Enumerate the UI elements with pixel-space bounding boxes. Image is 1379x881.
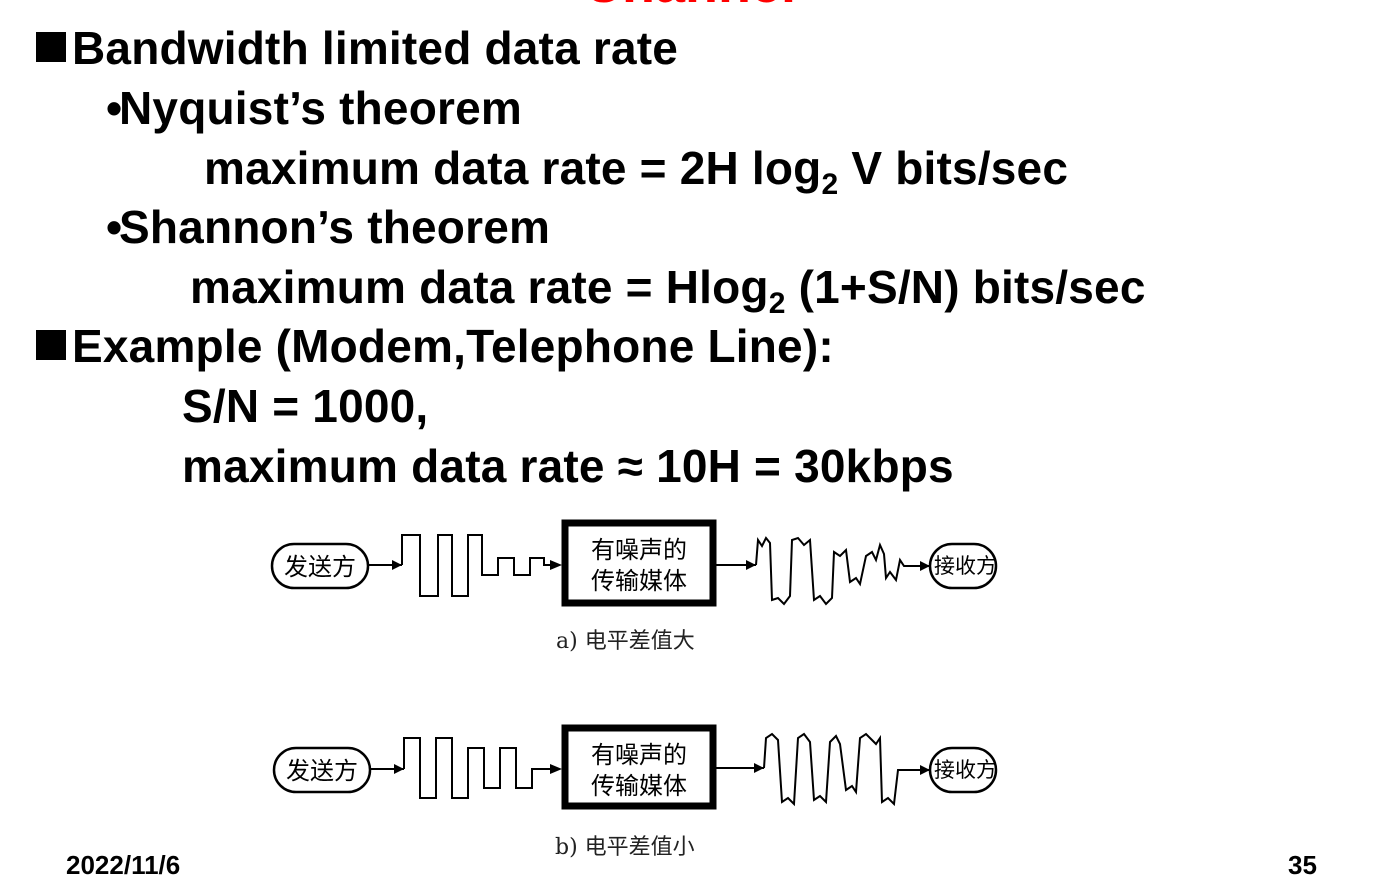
received-wave	[755, 536, 930, 606]
arrow-head-icon	[550, 560, 562, 570]
footer-page-number: 35	[1288, 850, 1317, 880]
square-bullet-icon	[36, 330, 66, 360]
bullet-example: Example (Modem,Telephone Line):	[36, 318, 834, 374]
arrow-head-icon	[392, 560, 402, 570]
receiver-label: 接收方	[934, 554, 997, 578]
arrow-head-icon	[920, 561, 930, 571]
bullet-nyquist: •Nyquist’s theorem	[106, 80, 522, 136]
transmitted-wave	[401, 534, 556, 597]
arrow-head-icon	[394, 764, 404, 774]
channel-label-2: 传输媒体	[591, 772, 687, 800]
caption-a: a) 电平差值大	[556, 629, 695, 654]
caption-b: b) 电平差值小	[555, 835, 695, 860]
bullet-bandwidth: Bandwidth limited data rate	[36, 20, 678, 76]
arrow-head-icon	[754, 763, 764, 773]
channel-label-1: 有噪声的	[591, 536, 687, 564]
received-wave	[763, 732, 930, 807]
sender-label: 发送方	[286, 757, 358, 785]
slide-title: Channel	[0, 0, 1379, 14]
formula-subscript: 2	[821, 168, 839, 201]
arrow-head-icon	[746, 560, 756, 570]
arrow-head-icon	[920, 765, 930, 775]
dot-bullet-icon: •	[106, 201, 123, 253]
formula-text: maximum data rate = Hlog	[190, 261, 769, 313]
example-rate: maximum data rate ≈ 10H = 30kbps	[182, 440, 954, 492]
bullet-shannon: •Shannon’s theorem	[106, 199, 550, 255]
formula-subscript: 2	[768, 287, 786, 320]
diagram-b: 发送方 有噪声的 传输媒体 接收方	[272, 724, 998, 810]
dot-bullet-icon: •	[106, 82, 123, 134]
footer-date: 2022/11/6	[66, 850, 181, 880]
shannon-formula: maximum data rate = Hlog2 (1+S/N) bits/s…	[190, 259, 1146, 319]
diagram-a: 发送方 有噪声的 传输媒体 接收方	[270, 519, 998, 607]
bullet-text: Nyquist’s theorem	[119, 82, 523, 134]
channel-box	[561, 519, 717, 607]
example-snr: S/N = 1000,	[182, 380, 429, 432]
nyquist-formula: maximum data rate = 2H log2 V bits/sec	[204, 140, 1069, 200]
receiver-label: 接收方	[934, 758, 997, 782]
sender-label: 发送方	[284, 553, 356, 581]
formula-text: (1+S/N) bits/sec	[785, 261, 1146, 313]
channel-label-2: 传输媒体	[591, 567, 687, 595]
channel-box	[561, 724, 717, 810]
bullet-text: Example (Modem,Telephone Line):	[72, 320, 834, 372]
channel-label-1: 有噪声的	[591, 741, 687, 769]
square-bullet-icon	[36, 32, 66, 62]
bullet-text: Bandwidth limited data rate	[72, 22, 679, 74]
arrow-head-icon	[550, 764, 562, 774]
formula-text: maximum data rate = 2H log	[204, 142, 822, 194]
receiver-node	[928, 542, 998, 590]
transmitted-wave	[403, 737, 556, 799]
receiver-node	[928, 746, 998, 794]
formula-text: V bits/sec	[838, 142, 1069, 194]
bullet-text: Shannon’s theorem	[119, 201, 551, 253]
